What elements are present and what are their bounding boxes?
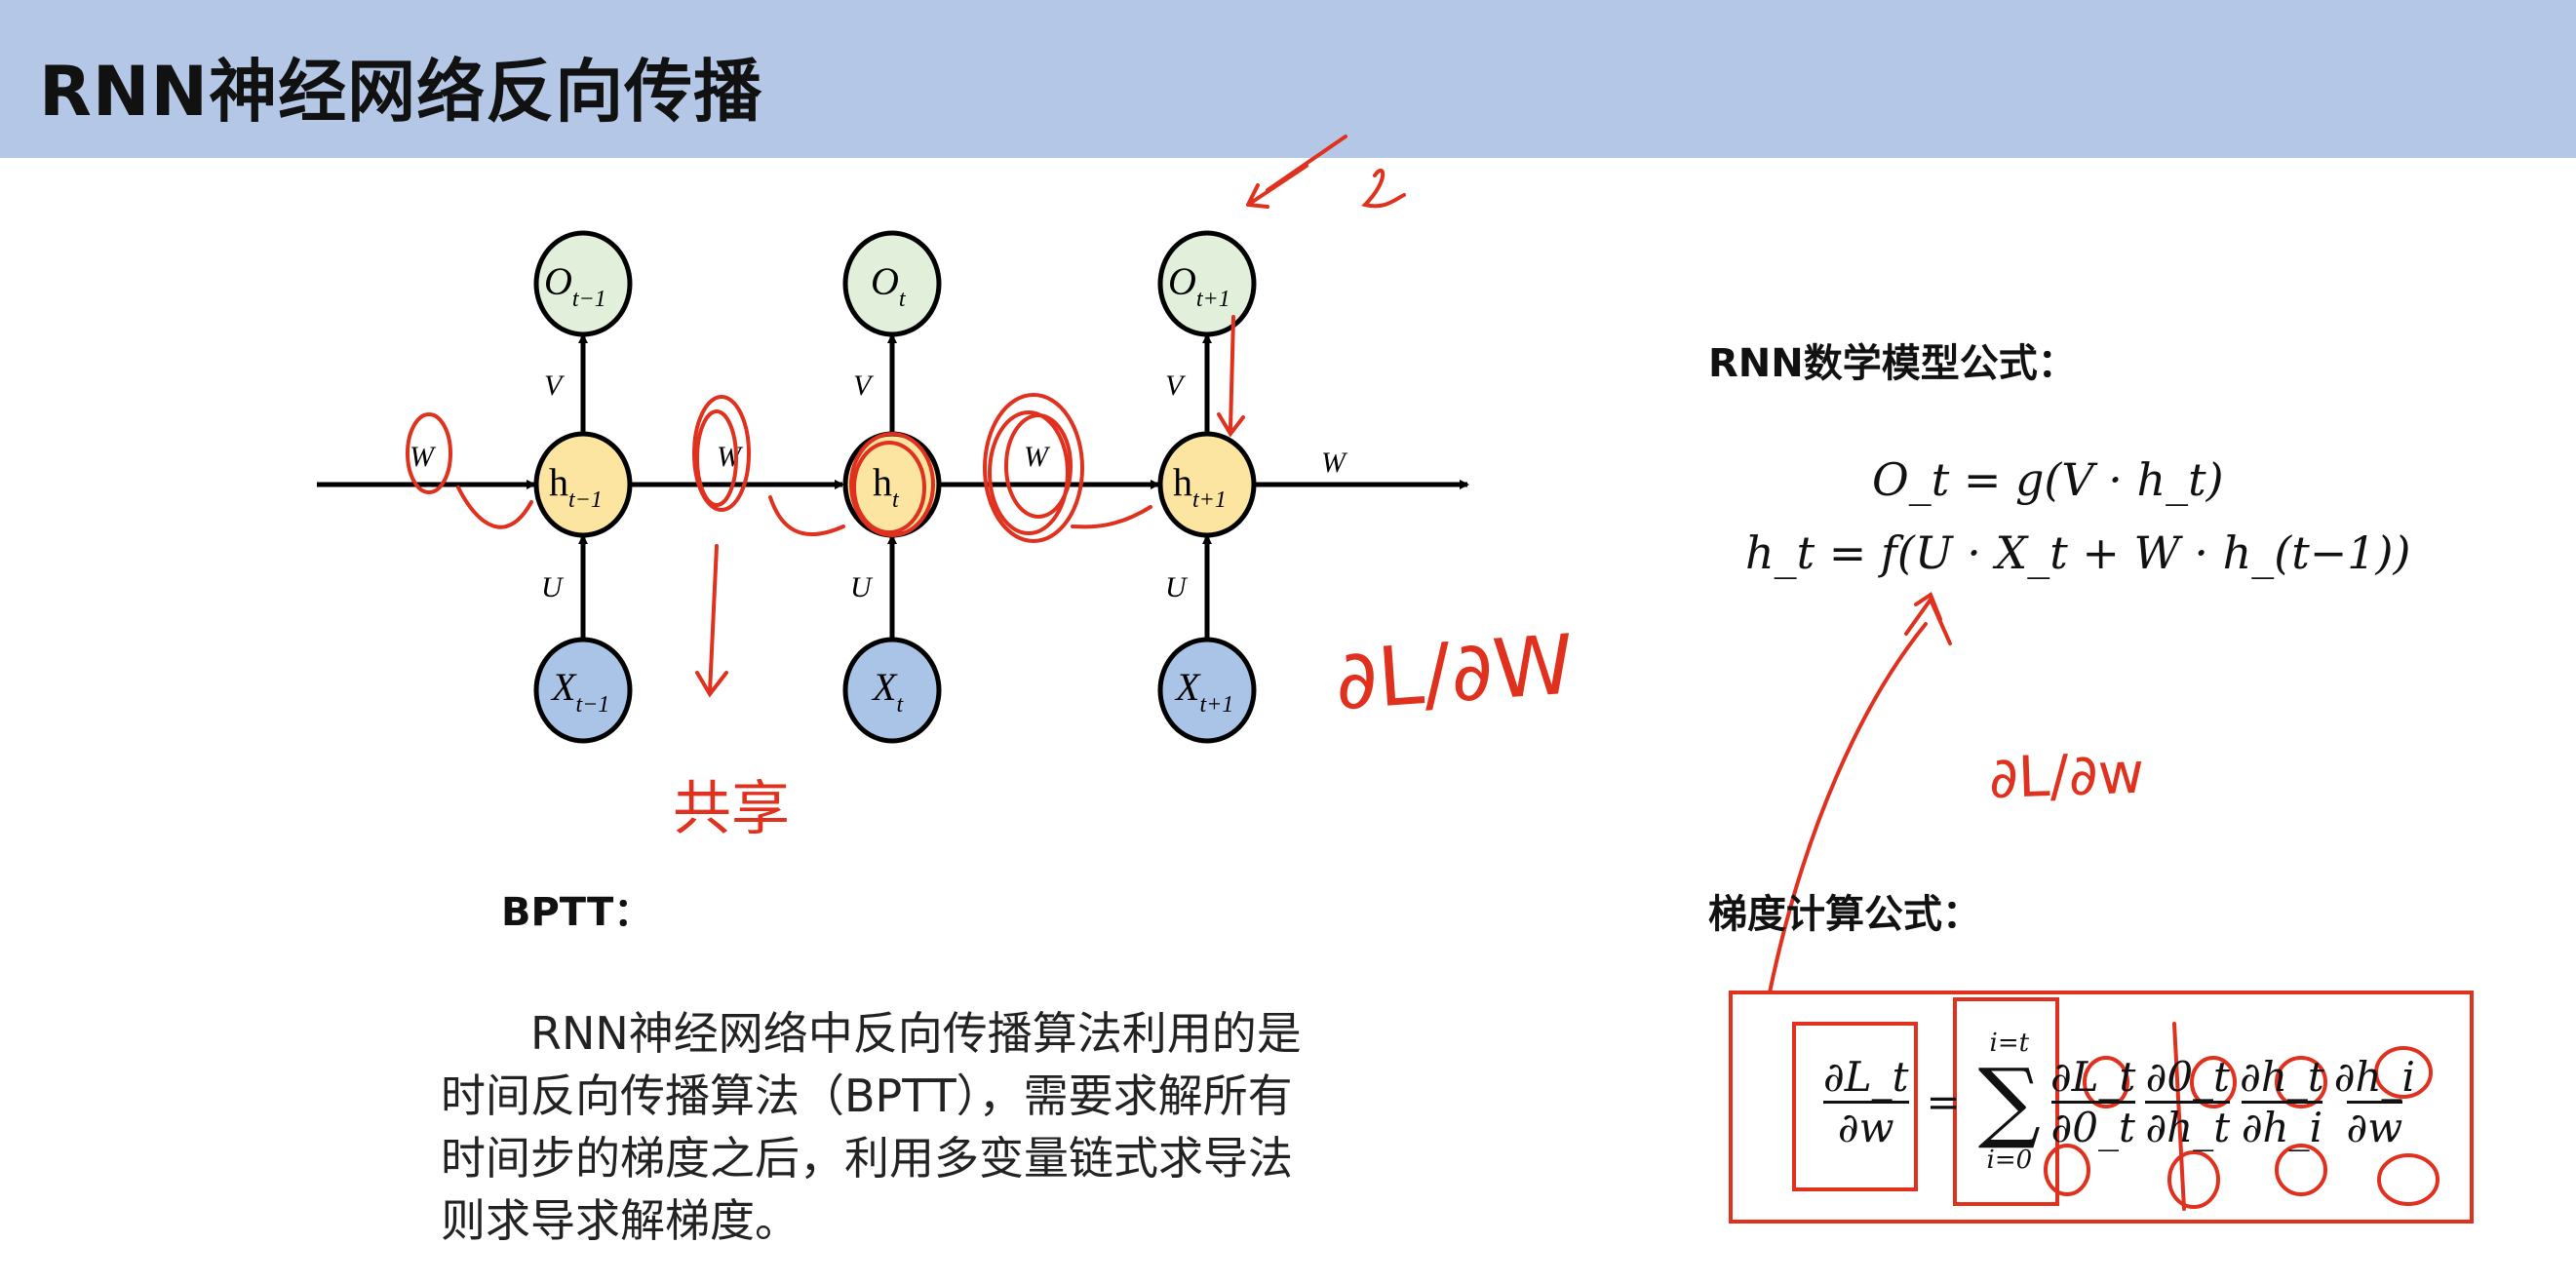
fraction-denominator: ∂w [1823, 1100, 1909, 1151]
hidden-label: ht+1 [1173, 460, 1227, 513]
model-formula-heading: RNN数学模型公式： [1708, 341, 2077, 386]
factor-fraction: ∂0_t∂h_t [2145, 1052, 2231, 1151]
output-label: Ot [871, 259, 907, 312]
formula-output: O_t = g(V · h_t) [1872, 453, 2224, 506]
fraction-numerator: ∂h_t [2240, 1052, 2324, 1101]
factor-fraction: ∂L_t∂0_t [2050, 1053, 2136, 1151]
gradient-formula: ∂L_t ∂w = i=t ∑ i=0 ∂L_t∂0_t ∂0_t∂h_t ∂h… [1823, 1004, 2415, 1199]
fraction-numerator: ∂L_t [1823, 1052, 1909, 1101]
output-label: Ot−1 [544, 259, 606, 312]
fraction-numerator: ∂L_t [2049, 1052, 2136, 1101]
hidden-node-t-minus-1 [533, 431, 633, 538]
fraction-denominator: ∂w [2346, 1100, 2403, 1151]
bptt-description: RNN神经网络中反向传播算法利用的是时间反向传播算法（BPTT），需要求解所有时… [441, 1007, 1302, 1247]
weight-w-label: W [1024, 441, 1051, 473]
input-label: Xt+1 [1174, 665, 1233, 718]
hidden-label: ht−1 [549, 460, 603, 513]
factor-fraction: ∂h_i∂w [2334, 1053, 2415, 1151]
hidden-node-t-plus-1 [1157, 431, 1257, 538]
weight-u-label: U [850, 571, 874, 603]
weight-w-label: W [717, 441, 744, 473]
output-node-t-minus-1 [533, 230, 633, 337]
sum-symbol: ∑ [1977, 1050, 2041, 1152]
input-node-t [842, 637, 942, 744]
output-label: Ot+1 [1168, 259, 1230, 312]
weight-u-label: U [541, 571, 565, 603]
weight-u-label: U [1165, 571, 1189, 603]
fraction-denominator: ∂0_t [2050, 1100, 2135, 1151]
weight-v-label: V [1165, 369, 1187, 402]
weight-v-label: V [544, 369, 566, 402]
fraction-numerator: ∂0_t [2145, 1052, 2230, 1101]
output-node-t-plus-1 [1157, 230, 1257, 337]
weight-v-label: V [853, 369, 875, 402]
input-node-t-minus-1 [533, 637, 633, 744]
gradient-formula-heading: 梯度计算公式： [1708, 892, 1981, 937]
formula-hidden: h_t = f(U · X_t + W · h_(t−1)) [1745, 526, 2411, 579]
sum-upper: i=t [1989, 1029, 2030, 1058]
input-label: Xt [871, 665, 904, 718]
slide-title: RNN神经网络反向传播 [39, 52, 763, 132]
fraction-denominator: ∂h_t [2145, 1100, 2231, 1151]
fraction-denominator: ∂h_i [2241, 1100, 2323, 1151]
fraction-numerator: ∂h_i [2333, 1052, 2415, 1101]
input-label: Xt−1 [550, 665, 609, 718]
handwritten-partial-dl-dw-left: ∂L/∂W [1332, 616, 1577, 728]
input-node-t-plus-1 [1157, 637, 1257, 744]
factor-fraction: ∂h_t∂h_i [2240, 1053, 2324, 1151]
lhs-fraction: ∂L_t ∂w [1823, 1053, 1909, 1151]
handwritten-shared: 共享 [673, 775, 790, 843]
hidden-label: ht [873, 460, 900, 513]
summation: i=t ∑ i=0 [1978, 1029, 2041, 1175]
handwritten-partial-dl-dw-right: ∂L/∂w [1988, 740, 2146, 812]
equals-sign: = [1926, 1077, 1961, 1126]
output-node-t [842, 230, 942, 337]
weight-w-label: W [410, 441, 437, 473]
bptt-heading: BPTT： [501, 890, 653, 935]
handwritten-annotations [406, 135, 2474, 1224]
slide-header: RNN神经网络反向传播 [0, 0, 2576, 158]
weight-w-label: W [1321, 447, 1348, 479]
sum-lower: i=0 [1986, 1146, 2033, 1175]
